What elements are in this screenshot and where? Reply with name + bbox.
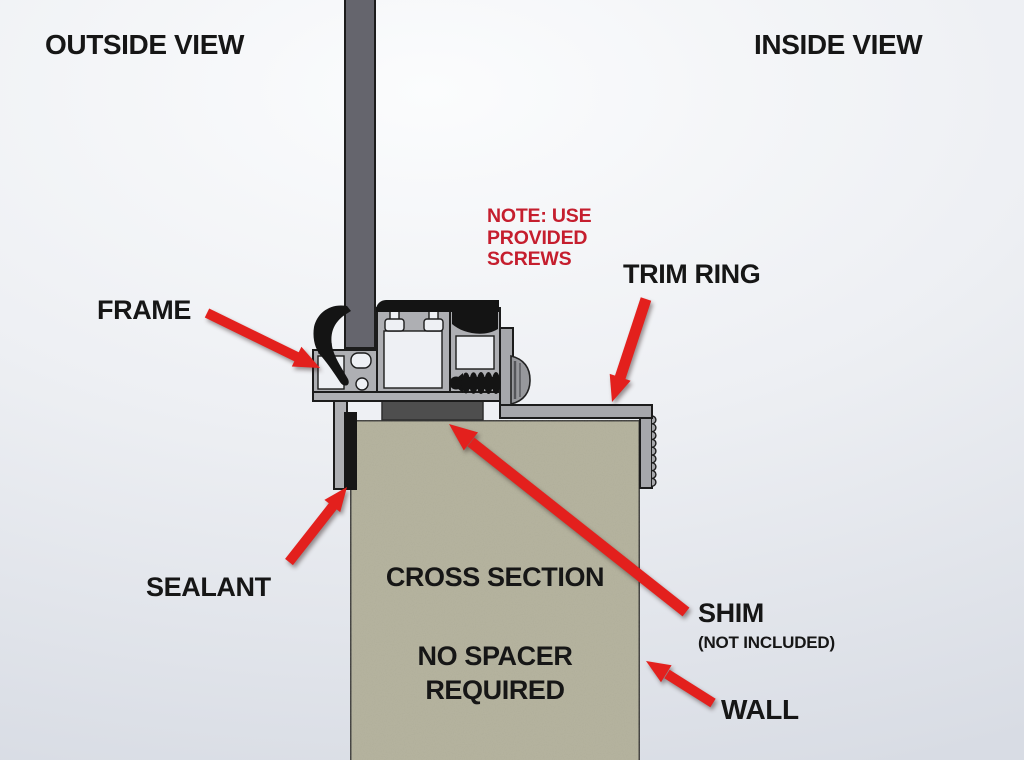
no-spacer-line-2: REQUIRED xyxy=(425,675,565,705)
no-spacer-caption: NO SPACER REQUIRED xyxy=(350,639,640,707)
note-line-3: SCREWS xyxy=(487,248,572,270)
no-spacer-line-1: NO SPACER xyxy=(417,641,573,671)
shim-label: SHIM xyxy=(698,598,764,628)
sealant-arrow xyxy=(285,487,347,566)
frame-label: FRAME xyxy=(97,295,191,325)
frame-arrow xyxy=(204,308,320,368)
glass-panel xyxy=(344,0,376,349)
inside-view-label: INSIDE VIEW xyxy=(754,29,923,60)
screw-part xyxy=(449,354,531,406)
sealant-label: SEALANT xyxy=(146,572,271,602)
cross-section-caption: CROSS SECTION xyxy=(385,562,605,592)
outside-view-label: OUTSIDE VIEW xyxy=(45,29,244,60)
trim-ring-label: TRIM RING xyxy=(623,259,761,289)
shim-part xyxy=(381,398,484,421)
screws-note: NOTE: USE PROVIDED SCREWS xyxy=(487,205,592,271)
frame-cap xyxy=(376,300,499,334)
gasket-part xyxy=(313,305,351,386)
shim-sub-label: (NOT INCLUDED) xyxy=(698,633,835,652)
trim-ring-arrow xyxy=(609,297,652,402)
shim-arrow xyxy=(449,424,690,617)
note-line-2: PROVIDED xyxy=(487,226,588,249)
wall-arrow xyxy=(646,661,716,708)
sealant-part xyxy=(344,412,357,490)
note-line-1: NOTE: USE xyxy=(487,205,592,227)
wall-section xyxy=(348,418,642,760)
wall-label: WALL xyxy=(721,694,799,725)
